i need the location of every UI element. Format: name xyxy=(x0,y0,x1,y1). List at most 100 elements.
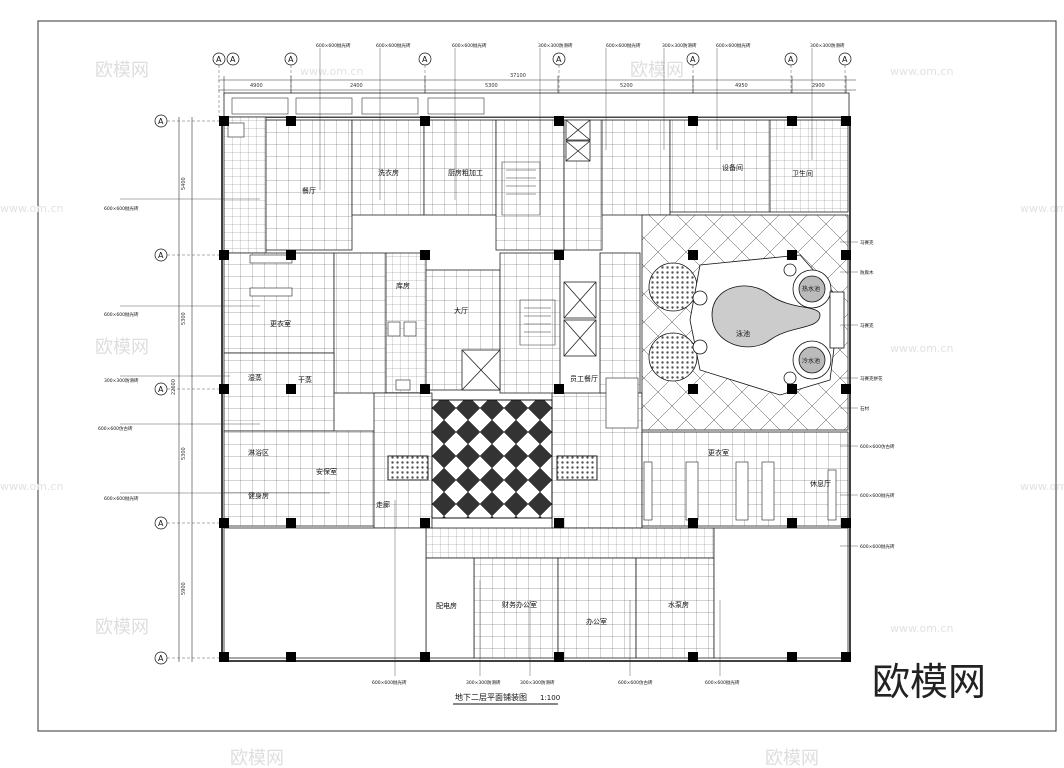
room-label: 餐厅 xyxy=(302,186,316,195)
room-label: 健身房 xyxy=(248,491,269,500)
svg-text:5400: 5400 xyxy=(181,177,187,190)
svg-text:300×300防滑砖: 300×300防滑砖 xyxy=(810,42,845,49)
svg-text:A: A xyxy=(158,654,164,663)
room-label: 配电房 xyxy=(436,601,457,610)
svg-text:5300: 5300 xyxy=(485,83,498,89)
svg-text:A: A xyxy=(288,55,294,64)
svg-text:5300: 5300 xyxy=(181,312,187,325)
room-label: 设备间 xyxy=(722,163,743,172)
svg-text:欧模网: 欧模网 xyxy=(630,60,684,81)
svg-text:600×600抛光砖: 600×600抛光砖 xyxy=(104,495,139,502)
callouts-right: 马赛克 防腐木 马赛克 马赛克拼花 石材 600×600仿古砖 600×600抛… xyxy=(860,239,895,550)
svg-text:马赛克: 马赛克 xyxy=(860,322,874,329)
svg-text:A: A xyxy=(158,117,164,126)
watermark-logo: 欧模网 xyxy=(872,660,986,704)
svg-text:4900: 4900 xyxy=(250,83,263,89)
svg-text:600×600抛光砖: 600×600抛光砖 xyxy=(104,205,139,212)
svg-text:防腐木: 防腐木 xyxy=(860,269,874,276)
svg-text:A: A xyxy=(158,251,164,260)
svg-text:600×600仿古砖: 600×600仿古砖 xyxy=(618,679,653,686)
svg-text:A: A xyxy=(556,55,562,64)
svg-text:A: A xyxy=(216,55,222,64)
drawing-title-block: 地下二层平面铺装图 1:100 xyxy=(453,692,560,705)
room-label: 洗衣房 xyxy=(378,168,399,177)
axis-leaders xyxy=(167,65,846,659)
svg-text:www.om.cn: www.om.cn xyxy=(300,65,363,78)
svg-text:www.om.cn: www.om.cn xyxy=(1020,202,1064,215)
svg-text:2900: 2900 xyxy=(812,83,825,89)
room-label: 财务办公室 xyxy=(502,600,537,609)
top-strip xyxy=(223,92,850,118)
mat-right xyxy=(556,455,598,481)
room-label: 库房 xyxy=(396,281,410,290)
axis-bubbles-top: A A A A A A A A xyxy=(212,52,852,66)
svg-text:A: A xyxy=(690,55,696,64)
room-label: 淋浴区 xyxy=(248,448,269,457)
top-dim-texts: 37100 4900 2400 5300 5200 4950 2900 xyxy=(250,73,825,89)
drawing-scale: 1:100 xyxy=(540,694,560,702)
svg-text:欧模网: 欧模网 xyxy=(95,60,149,81)
callouts-bottom: 600×600抛光砖 300×300防滑砖 300×300防滑砖 600×600… xyxy=(372,679,740,686)
callouts-top: 600×600抛光砖 600×600抛光砖 600×600抛光砖 300×300… xyxy=(316,42,845,49)
callouts-left: 600×600抛光砖 600×600抛光砖 300×300防滑砖 600×600… xyxy=(98,205,139,502)
svg-text:欧模网: 欧模网 xyxy=(765,748,819,768)
svg-text:www.om.cn: www.om.cn xyxy=(0,202,63,215)
svg-text:600×600抛光砖: 600×600抛光砖 xyxy=(104,311,139,318)
left-dim-texts: 5400 5300 5300 5900 22600 xyxy=(171,177,187,595)
svg-text:22600: 22600 xyxy=(171,379,177,395)
svg-text:600×600抛光砖: 600×600抛光砖 xyxy=(452,42,487,49)
room-label: 卫生间 xyxy=(792,169,813,178)
room-label: 走廊 xyxy=(376,500,390,509)
room-label: 办公室 xyxy=(586,617,607,626)
room-label: 员工餐厅 xyxy=(570,374,598,383)
svg-text:A: A xyxy=(788,55,794,64)
svg-text:600×600抛光砖: 600×600抛光砖 xyxy=(716,42,751,49)
room-label: 热水池 xyxy=(802,285,820,293)
sheet-border xyxy=(37,20,1057,732)
svg-text:A: A xyxy=(230,55,236,64)
room-label: 大厅 xyxy=(454,306,468,315)
svg-text:300×300防滑砖: 300×300防滑砖 xyxy=(466,679,501,686)
room-label: 安保室 xyxy=(316,467,337,476)
svg-text:A: A xyxy=(158,519,164,528)
svg-text:600×600仿古砖: 600×600仿古砖 xyxy=(98,425,133,432)
svg-text:4950: 4950 xyxy=(735,83,748,89)
svg-text:600×600抛光砖: 600×600抛光砖 xyxy=(860,492,895,499)
svg-text:600×600抛光砖: 600×600抛光砖 xyxy=(705,679,740,686)
svg-text:欧模网: 欧模网 xyxy=(230,748,284,768)
svg-text:5300: 5300 xyxy=(181,447,187,460)
room-label: 泳池 xyxy=(736,329,750,338)
stairs xyxy=(501,161,556,346)
leader-lines xyxy=(120,48,858,676)
svg-text:A: A xyxy=(158,385,164,394)
svg-text:欧模网: 欧模网 xyxy=(95,617,149,638)
axis-bubbles-left: A A A A A xyxy=(154,114,168,665)
dimension-lines xyxy=(178,79,856,662)
room-labels: 餐厅 洗衣房 厨房粗加工 库房 更衣室 干蒸 湿蒸 淋浴区 健身房 安保室 办公… xyxy=(248,163,831,626)
drawing-title: 地下二层平面铺装图 xyxy=(455,692,527,702)
lockers xyxy=(227,122,837,521)
center-pattern-floor xyxy=(431,399,553,519)
room-label: 休息厅 xyxy=(810,479,831,488)
svg-text:5200: 5200 xyxy=(620,83,633,89)
pool-features xyxy=(648,254,845,396)
svg-text:马赛克: 马赛克 xyxy=(860,239,874,246)
svg-text:300×300防滑砖: 300×300防滑砖 xyxy=(538,42,573,49)
svg-text:600×600抛光砖: 600×600抛光砖 xyxy=(316,42,351,49)
elevator-shafts xyxy=(461,119,597,391)
mat-left xyxy=(387,455,429,481)
room-label: 更衣室 xyxy=(708,448,729,457)
svg-text:300×300防滑砖: 300×300防滑砖 xyxy=(104,377,139,384)
room-label: 厨房粗加工 xyxy=(448,168,483,177)
svg-text:欧模网: 欧模网 xyxy=(95,337,149,358)
svg-text:马赛克拼花: 马赛克拼花 xyxy=(860,375,883,382)
room-label: 湿蒸 xyxy=(248,373,262,382)
svg-text:www.om.cn: www.om.cn xyxy=(890,65,953,78)
svg-text:600×600抛光砖: 600×600抛光砖 xyxy=(372,679,407,686)
structural-columns xyxy=(219,116,851,662)
svg-text:600×600抛光砖: 600×600抛光砖 xyxy=(606,42,641,49)
room-label: 干蒸 xyxy=(298,375,312,384)
svg-text:2400: 2400 xyxy=(350,83,363,89)
svg-text:300×300防滑砖: 300×300防滑砖 xyxy=(520,679,555,686)
